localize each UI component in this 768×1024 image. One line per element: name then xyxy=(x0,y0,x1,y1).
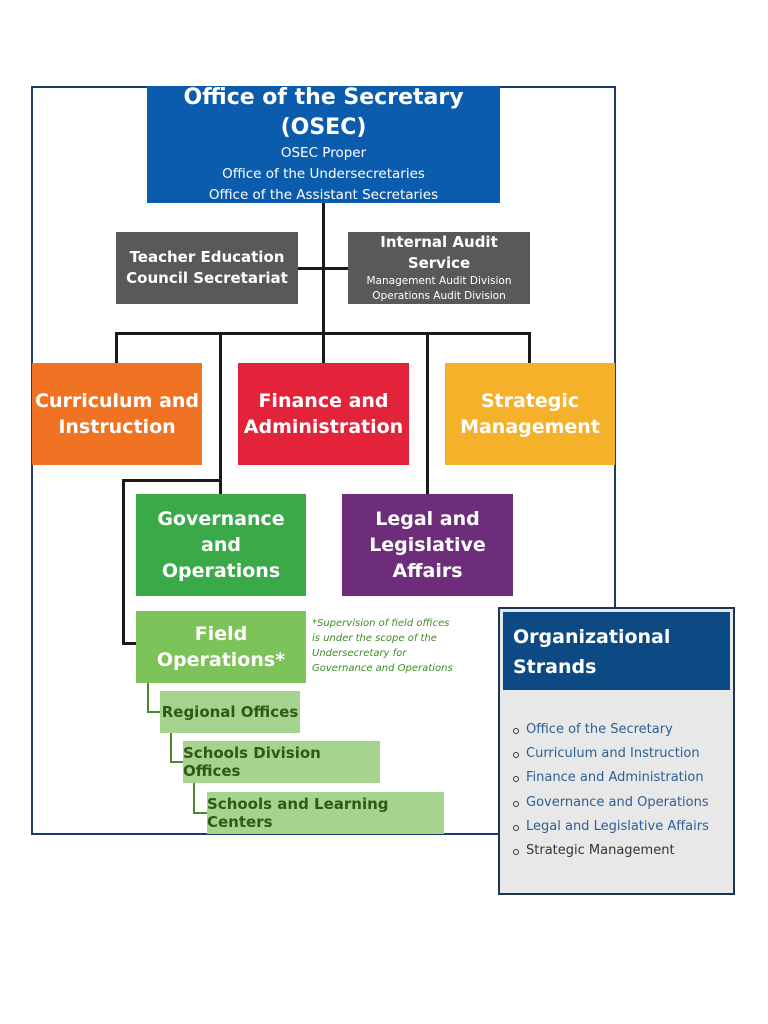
osec-line-1: OSEC Proper xyxy=(280,145,367,161)
strand-link-osec[interactable]: Office of the Secretary xyxy=(513,718,709,742)
governance-box: Governance and Operations xyxy=(136,494,306,596)
strands-title-line-1: Organizational xyxy=(513,626,671,648)
note-line-4: Governance and Operations xyxy=(312,663,453,674)
osec-box: Office of the Secretary (OSEC) OSEC Prop… xyxy=(147,85,500,203)
tec-line-1: Teacher Education xyxy=(129,248,285,266)
note-line-2: is under the scope of the xyxy=(312,633,437,644)
osec-line-2: Office of the Undersecretaries xyxy=(222,166,425,182)
legal-line-1: Legal and xyxy=(375,508,480,530)
note-line-1: *Supervision of field offices xyxy=(312,618,450,629)
strands-title-line-2: Strands xyxy=(513,656,597,678)
strand-link-strategic[interactable]: Strategic Management xyxy=(513,839,709,863)
finance-line-1: Finance and xyxy=(258,390,389,412)
connector-regional-v xyxy=(147,682,149,713)
connector-sdo-v xyxy=(170,733,172,763)
field-operations-box: Field Operations* xyxy=(136,611,306,683)
governance-line-2: Operations xyxy=(161,560,281,582)
finance-box: Finance and Administration xyxy=(238,363,409,465)
legal-line-2: Legislative xyxy=(369,534,486,556)
legal-line-3: Affairs xyxy=(392,560,463,582)
ias-title: Internal Audit Service xyxy=(380,233,498,272)
osec-line-3: Office of the Assistant Secretaries xyxy=(208,187,439,203)
schools-learning-centers-box: Schools and Learning Centers xyxy=(207,792,444,834)
connector-regional-h xyxy=(147,711,161,713)
connector-sdo-h xyxy=(170,761,184,763)
ias-line-1: Management Audit Division xyxy=(366,275,512,287)
connector-field-bottom xyxy=(122,642,137,645)
strand-link-legal[interactable]: Legal and Legislative Affairs xyxy=(513,815,709,839)
schools-division-offices-box: Schools Division Offices xyxy=(183,741,380,783)
legal-box: Legal and Legislative Affairs xyxy=(342,494,513,596)
tec-box: Teacher Education Council Secretariat xyxy=(116,232,298,304)
finance-line-2: Administration xyxy=(243,416,404,438)
curriculum-line-1: Curriculum and xyxy=(35,390,199,412)
connector-staff-bar xyxy=(298,267,348,270)
strategic-line-2: Management xyxy=(460,416,600,438)
connector-osec-trunk xyxy=(322,202,325,363)
connector-curriculum xyxy=(115,332,118,363)
connector-governance-down xyxy=(219,332,222,494)
strands-header: Organizational Strands xyxy=(503,612,730,690)
connector-slc-h xyxy=(193,812,208,814)
governance-line-1: Governance and xyxy=(157,508,285,556)
connector-field-side xyxy=(122,479,125,645)
note-line-3: Undersecretary for xyxy=(312,648,407,659)
curriculum-line-2: Instruction xyxy=(58,416,176,438)
field-line-2: Operations* xyxy=(156,649,286,671)
connector-field-top xyxy=(122,479,221,482)
connector-legal-down xyxy=(426,332,429,494)
tec-line-2: Council Secretariat xyxy=(126,269,288,287)
regional-offices-box: Regional Offices xyxy=(160,691,300,733)
strand-link-governance[interactable]: Governance and Operations xyxy=(513,791,709,815)
field-supervision-note: *Supervision of field offices is under t… xyxy=(312,616,472,676)
connector-strategic xyxy=(528,332,531,363)
field-line-1: Field xyxy=(194,623,248,645)
strategic-line-1: Strategic xyxy=(480,390,580,412)
strands-list: Office of the Secretary Curriculum and I… xyxy=(500,718,709,863)
ias-box: Internal Audit Service Management Audit … xyxy=(348,232,530,304)
connector-strands-bar xyxy=(115,332,530,335)
ias-line-2: Operations Audit Division xyxy=(372,290,506,302)
osec-title: Office of the Secretary (OSEC) xyxy=(183,85,464,140)
curriculum-box: Curriculum and Instruction xyxy=(32,363,202,465)
strand-link-curriculum[interactable]: Curriculum and Instruction xyxy=(513,742,709,766)
strategic-box: Strategic Management xyxy=(445,363,615,465)
strand-link-finance[interactable]: Finance and Administration xyxy=(513,766,709,790)
organizational-strands-panel: Organizational Strands Office of the Sec… xyxy=(498,607,735,895)
connector-slc-v xyxy=(193,783,195,814)
